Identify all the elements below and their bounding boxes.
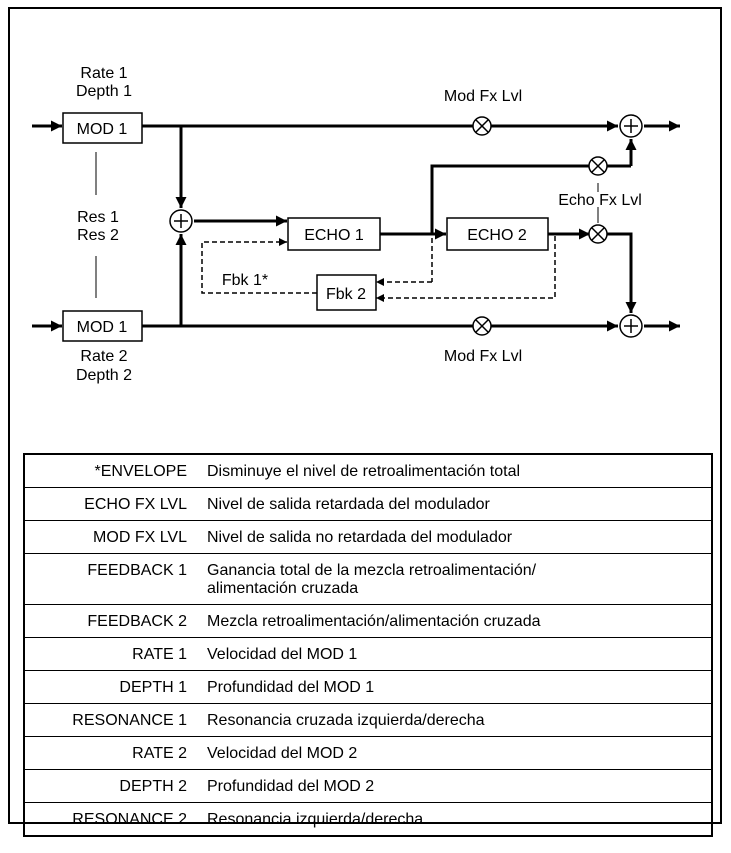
parameter-row: *ENVELOPE Disminuye el nivel de retroalim… bbox=[24, 454, 712, 488]
multiplier-mod-fx-top bbox=[472, 116, 492, 136]
summer-junction-top-output bbox=[619, 114, 643, 138]
parameter-description-line: Velocidad del MOD 1 bbox=[207, 646, 358, 663]
thin-connectors bbox=[95, 152, 599, 298]
mod-bottom-box: MOD 1 bbox=[62, 310, 143, 342]
depth2-label: Depth 2 bbox=[76, 367, 132, 384]
parameter-row: RESONANCE 1 Resonancia cruzada izquierda/… bbox=[24, 703, 712, 737]
parameter-description: Velocidad del MOD 1 bbox=[199, 637, 712, 671]
mod-bottom-label: MOD 1 bbox=[77, 319, 128, 336]
echo1-label: ECHO 1 bbox=[304, 227, 364, 244]
parameter-row: FEEDBACK 2 Mezcla retroalimentación/alime… bbox=[24, 604, 712, 638]
fbk1-label: Fbk 1* bbox=[222, 272, 268, 289]
parameter-row: MOD FX LVL Nivel de salida no retardada d… bbox=[24, 520, 712, 554]
feedback-paths bbox=[201, 236, 556, 302]
mod-fx-lvl-bottom-label: Mod Fx Lvl bbox=[444, 348, 522, 365]
parameter-row: RATE 1 Velocidad del MOD 1 bbox=[24, 637, 712, 671]
fbk2-label: Fbk 2 bbox=[326, 286, 366, 303]
echo2-box: ECHO 2 bbox=[446, 217, 549, 251]
parameter-description: Resonancia cruzada izquierda/derecha bbox=[199, 703, 712, 737]
parameter-description-line: Disminuye el nivel de retroalimentación … bbox=[207, 463, 521, 480]
fbk2-box: Fbk 2 bbox=[316, 274, 377, 311]
res2-label: Res 2 bbox=[77, 227, 119, 244]
echo2-label: ECHO 2 bbox=[467, 227, 527, 244]
parameter-description-line: Profundidad del MOD 1 bbox=[207, 679, 375, 696]
parameter-name: RATE 2 bbox=[24, 736, 199, 770]
mod-top-box: MOD 1 bbox=[62, 112, 143, 144]
parameter-row: RATE 2 Velocidad del MOD 2 bbox=[24, 736, 712, 770]
parameter-name: MOD FX LVL bbox=[24, 520, 199, 554]
parameter-description-line: Mezcla retroalimentación/alimentación cr… bbox=[207, 613, 541, 630]
parameter-description: Mezcla retroalimentación/alimentación cr… bbox=[199, 604, 712, 638]
figure-frame bbox=[8, 7, 722, 824]
rate2-label: Rate 2 bbox=[80, 348, 127, 365]
parameter-description-line: Nivel de salida retardada del modulador bbox=[207, 496, 490, 513]
parameter-name: RESONANCE 2 bbox=[72, 811, 187, 828]
multiplier-mod-fx-bottom bbox=[472, 316, 492, 336]
parameter-description-line: Nivel de salida no retardada del modulad… bbox=[207, 529, 513, 546]
rate1-label: Rate 1 bbox=[80, 65, 127, 82]
parameter-name: ECHO FX LVL bbox=[24, 487, 199, 521]
multiplier-echo-fx-top bbox=[588, 156, 608, 176]
parameter-name: FEEDBACK 1 bbox=[24, 553, 199, 605]
signal-flow-diagram: MOD 1 MOD 1 ECHO 1 ECHO 2 Fbk 2 bbox=[32, 65, 680, 384]
echo1-box: ECHO 1 bbox=[287, 217, 381, 251]
parameter-description: Resonancia izquierda/derecha bbox=[199, 803, 712, 837]
parameter-name: RATE 1 bbox=[24, 637, 199, 671]
parameter-table: *ENVELOPE Disminuye el nivel de retroalim… bbox=[23, 453, 713, 837]
parameter-name: DEPTH 2 bbox=[24, 769, 199, 803]
parameter-description: Nivel de salida retardada del modulador bbox=[199, 487, 712, 521]
parameter-name: RESONANCE 1 bbox=[24, 703, 199, 737]
parameter-description: Nivel de salida no retardada del modulad… bbox=[199, 520, 712, 554]
parameter-description-line: Resonancia izquierda/derecha bbox=[207, 811, 424, 828]
parameter-name: DEPTH 1 bbox=[24, 670, 199, 704]
multiplier-echo-fx-bottom bbox=[588, 224, 608, 244]
parameter-row: DEPTH 2 Profundidad del MOD 2 bbox=[24, 769, 712, 803]
signal-wires bbox=[32, 120, 680, 332]
parameter-row: RESONANCE 2 Resonancia izquierda/derecha bbox=[24, 803, 712, 837]
parameter-row: ECHO FX LVL Nivel de salida retardada del… bbox=[24, 487, 712, 521]
parameter-name: *ENVELOPE bbox=[24, 454, 199, 488]
echo-fx-lvl-label: Echo Fx Lvl bbox=[558, 192, 642, 209]
parameter-description: Velocidad del MOD 2 bbox=[199, 736, 712, 770]
parameter-name: FEEDBACK 2 bbox=[24, 604, 199, 638]
res1-label: Res 1 bbox=[77, 209, 119, 226]
parameter-description-line: alimentación cruzada bbox=[207, 580, 359, 597]
summer-junction-bottom-output bbox=[619, 314, 643, 338]
parameter-description: Ganancia total de la mezcla retroaliment… bbox=[199, 553, 712, 605]
parameter-description: Profundidad del MOD 1 bbox=[199, 670, 712, 704]
parameter-description-line: Profundidad del MOD 2 bbox=[207, 778, 375, 795]
parameter-description: Disminuye el nivel de retroalimentación … bbox=[199, 454, 712, 488]
parameter-description-line: Ganancia total de la mezcla retroaliment… bbox=[207, 562, 537, 579]
parameter-description: Profundidad del MOD 2 bbox=[199, 769, 712, 803]
summer-junction-main bbox=[169, 209, 193, 233]
parameter-description-line: Resonancia cruzada izquierda/derecha bbox=[207, 712, 485, 729]
parameter-row: DEPTH 1 Profundidad del MOD 1 bbox=[24, 670, 712, 704]
depth1-label: Depth 1 bbox=[76, 83, 132, 100]
parameter-description-line: Velocidad del MOD 2 bbox=[207, 745, 358, 762]
parameter-row: FEEDBACK 1 Ganancia total de la mezcla re… bbox=[24, 553, 712, 605]
mod-top-label: MOD 1 bbox=[77, 121, 128, 138]
mod-fx-lvl-top-label: Mod Fx Lvl bbox=[444, 88, 522, 105]
